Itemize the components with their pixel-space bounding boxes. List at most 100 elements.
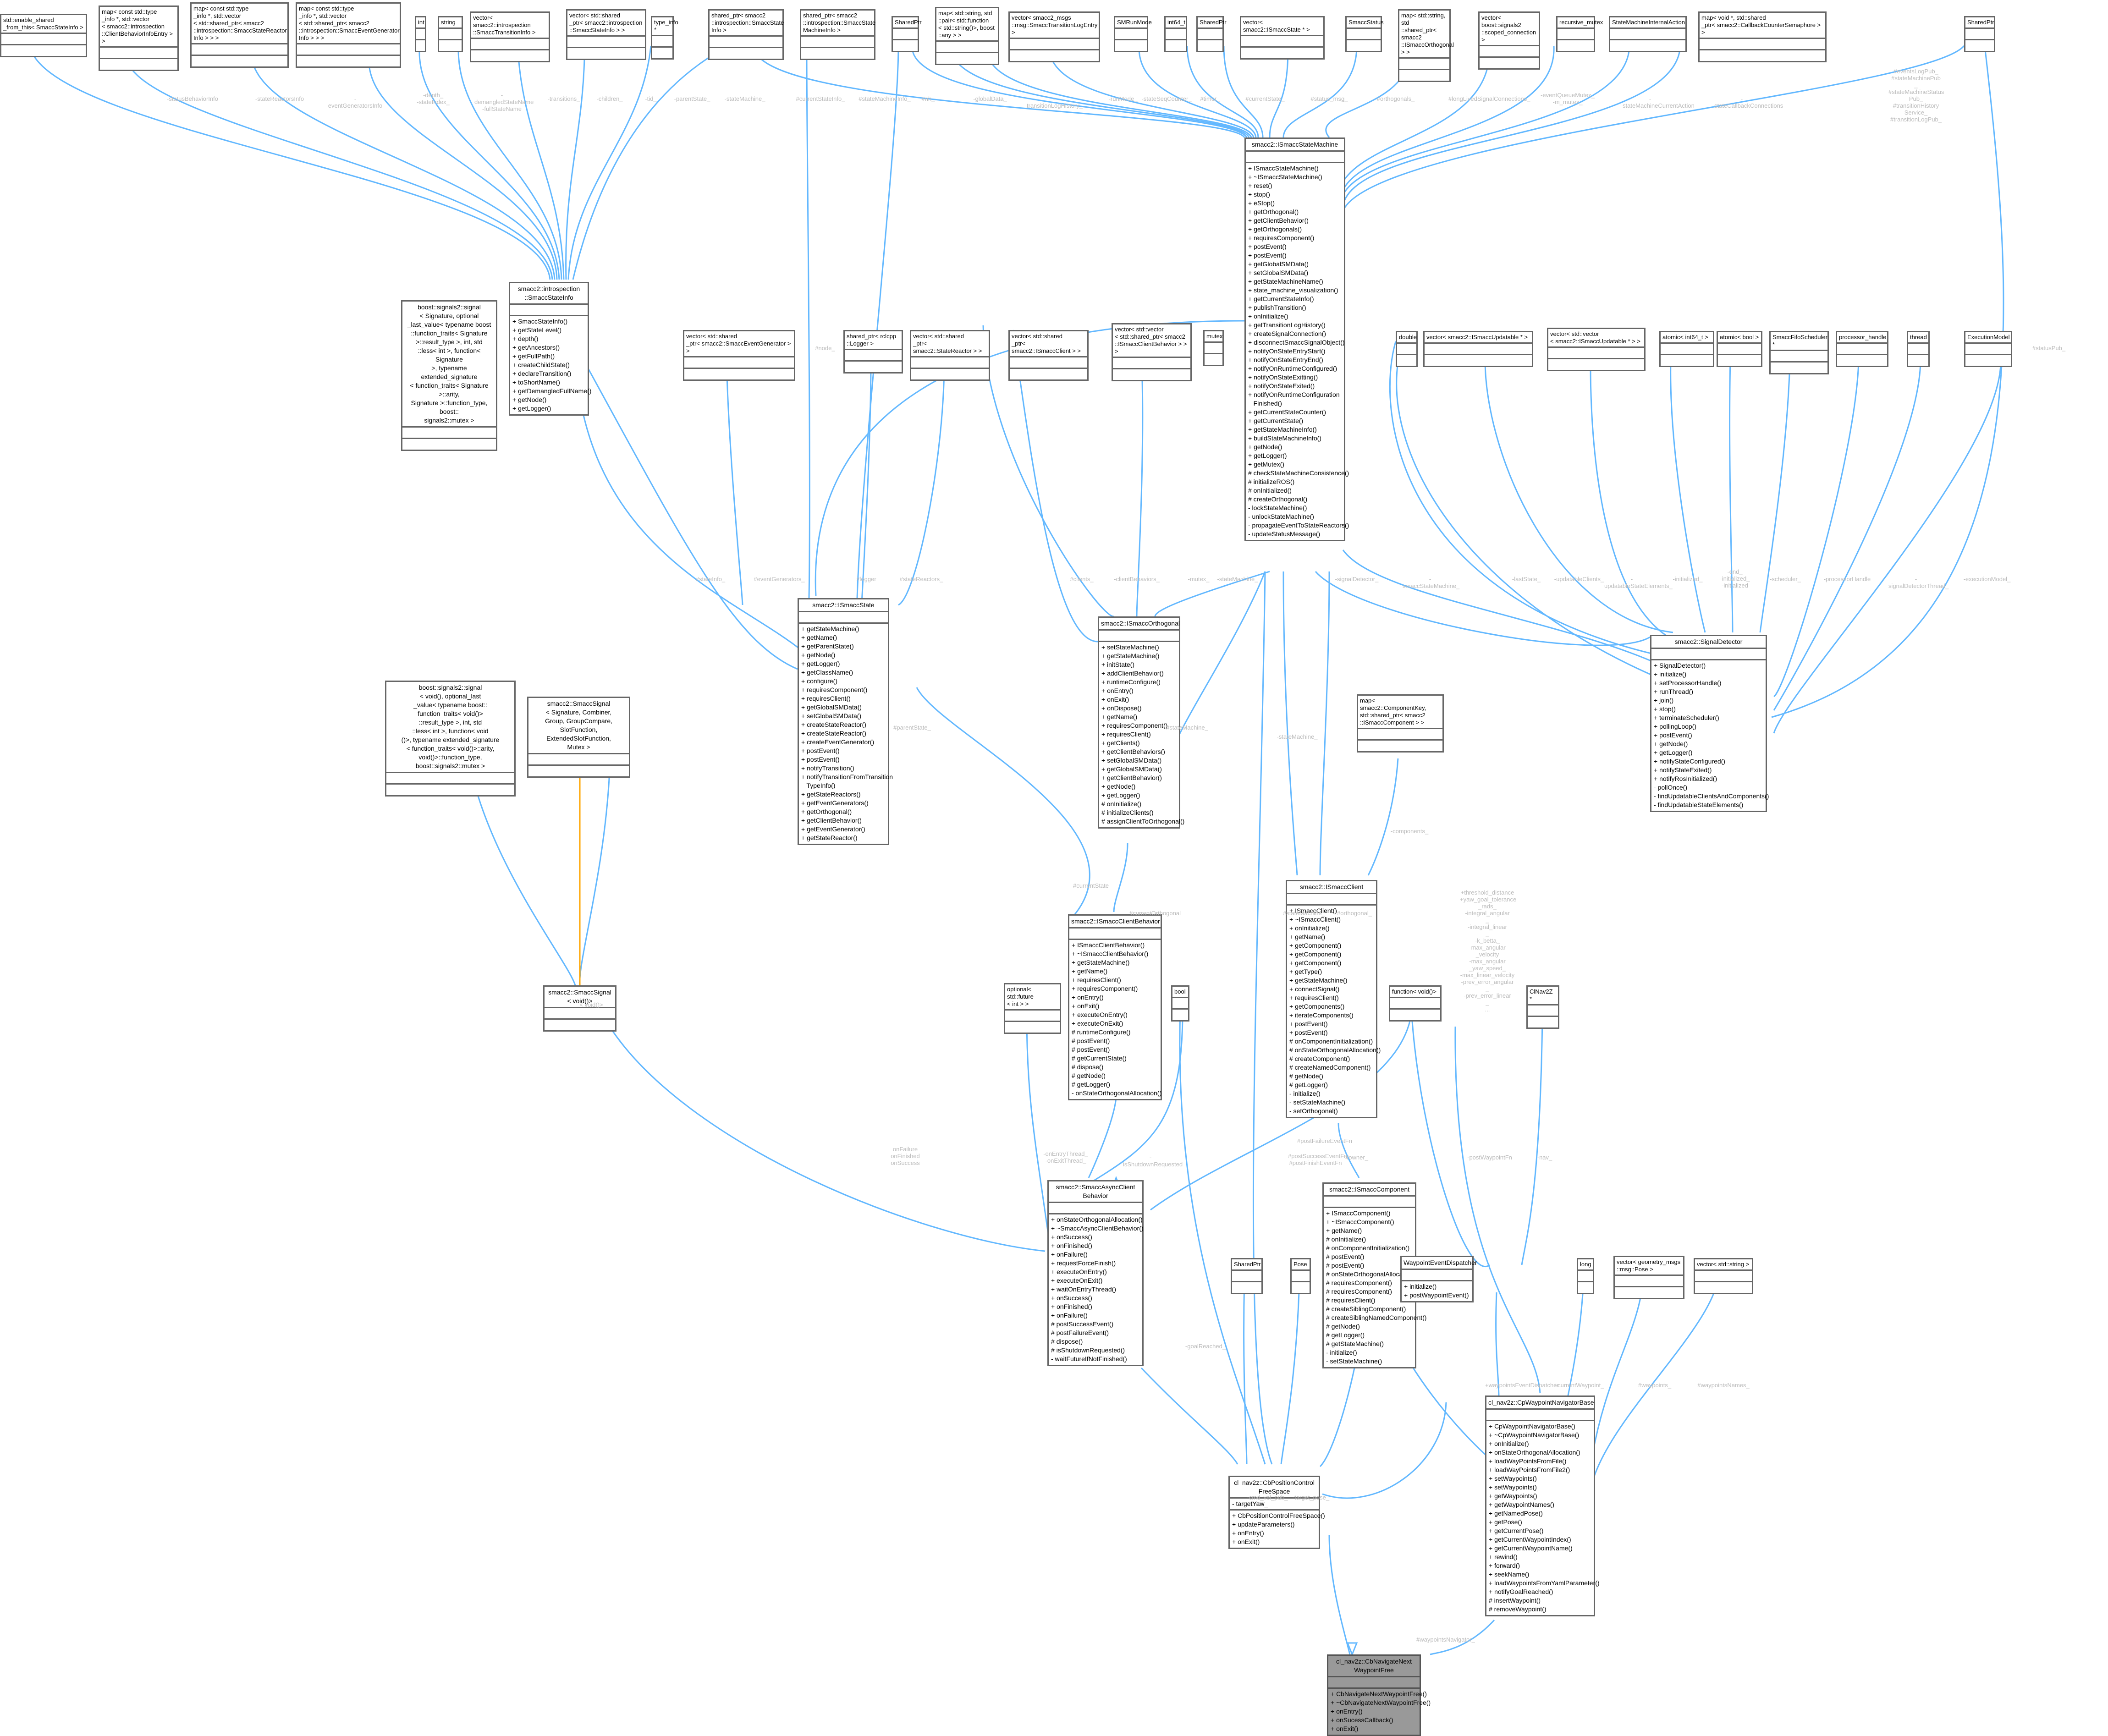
class-operations: + CbPositionControlFreeSpace()+ updatePa… xyxy=(1230,1511,1325,1548)
operation-row: # initializeClients() xyxy=(1101,809,1154,816)
operation-row: + executeOnEntry() xyxy=(1072,1011,1128,1018)
type-node[interactable]: ClNav2Z * xyxy=(1526,985,1559,1029)
type-node[interactable]: map< smacc2::ComponentKey, std::shared_p… xyxy=(1357,694,1444,753)
type-node[interactable]: shared_ptr< smacc2 ::introspection::Smac… xyxy=(708,9,784,60)
operation-row: + getName() xyxy=(1289,933,1326,940)
type-node[interactable]: shared_ptr< rclcpp ::Logger > xyxy=(843,330,903,374)
class-node[interactable]: smacc2::SmaccAsyncClient Behavior+ onSta… xyxy=(1047,1180,1144,1366)
class-title: std::enable_shared _from_this< SmaccStat… xyxy=(1,15,86,34)
type-node[interactable]: std::enable_shared _from_this< SmaccStat… xyxy=(0,14,87,57)
type-node[interactable]: vector< std::shared _ptr< smacc2::ISmacc… xyxy=(1008,330,1089,381)
type-node[interactable]: atomic< bool > xyxy=(1717,331,1762,367)
class-node[interactable]: smacc2::ISmaccState+ getStateMachine()+ … xyxy=(798,598,893,845)
type-node[interactable]: optional< std::future < int > > xyxy=(1004,983,1061,1034)
operation-row: + publishTransition() xyxy=(1248,304,1306,311)
type-node[interactable]: processor_handle xyxy=(1836,331,1888,367)
class-node[interactable]: WaypointEventDispatcher+ initialize()+ p… xyxy=(1400,1256,1477,1302)
class-attributes xyxy=(684,357,794,369)
class-operations: + CpWaypointNavigatorBase()+ ~CpWaypoint… xyxy=(1486,1421,1600,1615)
type-node[interactable]: vector< smacc2_msgs ::msg::SmaccTransiti… xyxy=(1008,11,1100,62)
type-node[interactable]: vector< std::shared _ptr< smacc2::SmaccE… xyxy=(683,330,795,381)
type-node[interactable]: vector< boost::signals2 ::scoped_connect… xyxy=(1478,11,1540,70)
class-node[interactable]: smacc2::introspection ::SmaccStateInfo+ … xyxy=(509,282,591,416)
type-node[interactable]: map< void *, std::shared _ptr< smacc2::C… xyxy=(1698,11,1827,62)
class-operations xyxy=(845,362,902,372)
type-node[interactable]: vector< std::vector < smacc2::ISmaccUpda… xyxy=(1547,328,1646,371)
type-node[interactable]: int64_t xyxy=(1164,16,1187,52)
operation-row: + notifyStateConfigured() xyxy=(1654,758,1726,765)
type-node[interactable]: thread xyxy=(1907,331,1930,367)
class-operations xyxy=(1480,58,1539,68)
type-node[interactable]: SMRunMode xyxy=(1114,16,1152,52)
edge-label: -children_ xyxy=(596,95,623,102)
type-node[interactable]: SmaccFifoScheduler * xyxy=(1769,331,1829,374)
type-node[interactable]: vector< std::shared _ptr< smacc2::StateR… xyxy=(910,330,990,381)
operation-row: + getLogger() xyxy=(512,405,551,412)
type-node[interactable]: vector< geometry_msgs ::msg::Pose > xyxy=(1613,1256,1684,1299)
type-node[interactable]: shared_ptr< smacc2 ::introspection::Smac… xyxy=(800,9,875,60)
type-node[interactable]: SharedPtr xyxy=(1964,16,1995,52)
edge-label: -stateMachineCurrentAction xyxy=(1623,95,1695,109)
type-node[interactable]: string xyxy=(438,16,463,52)
type-node[interactable]: ExecutionModel xyxy=(1964,331,2012,367)
class-operations xyxy=(710,48,782,59)
type-node[interactable]: vector< smacc2::ISmaccState * > xyxy=(1240,16,1325,60)
class-node[interactable]: smacc2::SignalDetector+ SignalDetector()… xyxy=(1650,635,1769,812)
class-title: SMRunMode xyxy=(1115,17,1152,29)
type-node[interactable]: vector< std::vector < std::shared_ptr< s… xyxy=(1112,323,1192,381)
type-node[interactable]: vector< smacc2::ISmaccUpdatable * > xyxy=(1423,331,1533,367)
edge-label: -tid_ xyxy=(645,95,657,102)
type-node[interactable]: map< const std::type _info *, std::vecto… xyxy=(190,2,289,68)
type-node[interactable]: recursive_mutex xyxy=(1556,16,1603,52)
class-title: double xyxy=(1397,332,1417,344)
class-node[interactable]: smacc2::SmaccSignal < void()> xyxy=(543,985,616,1032)
class-operations xyxy=(1695,1282,1752,1293)
type-node[interactable]: type_info * xyxy=(651,16,678,60)
operation-row: + iterateComponents() xyxy=(1289,1011,1354,1019)
type-node[interactable]: SmaccStatus xyxy=(1345,16,1384,52)
type-node[interactable]: bool xyxy=(1171,985,1189,1022)
type-node[interactable]: SharedPtr xyxy=(1231,1258,1263,1294)
class-attributes xyxy=(845,350,902,362)
operation-row: # postEvent() xyxy=(1072,1046,1110,1053)
type-node[interactable]: function< void()> xyxy=(1389,985,1442,1022)
class-node[interactable]: smacc2::ISmaccClient+ ISmaccClient()+ ~I… xyxy=(1286,880,1381,1118)
type-node[interactable]: map< std::string, std ::pair< std::funct… xyxy=(935,7,999,65)
type-node[interactable]: StateMachineInternalAction xyxy=(1609,16,1687,52)
class-node[interactable]: smacc2::SmaccSignal < Signature, Combine… xyxy=(527,697,630,778)
type-node[interactable]: double xyxy=(1396,331,1418,367)
type-node[interactable]: vector< std::string > xyxy=(1694,1258,1753,1294)
type-node[interactable]: int xyxy=(415,16,426,52)
operation-row: + getStateReactors() xyxy=(801,791,861,798)
class-operations: + SmaccStateInfo()+ getStateLevel()+ dep… xyxy=(510,316,591,414)
edge-label: -stateMachine_ xyxy=(1217,576,1258,582)
class-node[interactable]: smacc2::ISmaccClientBehavior+ ISmaccClie… xyxy=(1068,914,1162,1100)
class-node[interactable]: boost::signals2::signal < Signature, opt… xyxy=(401,300,497,451)
type-node[interactable]: map< std::string, std ::shared_ptr< smac… xyxy=(1398,9,1454,82)
edge-label: #stateInfo_ xyxy=(695,576,726,582)
type-node[interactable]: SharedPtr xyxy=(1196,16,1227,52)
edge-label: -eventQueueMutex_ -m_mutex_ xyxy=(1541,92,1595,105)
class-node[interactable]: cl_nav2z::CpWaypointNavigatorBase+ CpWay… xyxy=(1485,1395,1600,1616)
class-node[interactable]: smacc2::ISmaccOrthogonal+ setStateMachin… xyxy=(1098,616,1184,829)
class-attributes xyxy=(1246,152,1344,163)
class-node[interactable]: cl_nav2z::CbPositionControl FreeSpace- t… xyxy=(1228,1476,1325,1549)
type-node[interactable]: Pose xyxy=(1290,1258,1311,1294)
type-node[interactable]: map< const std::type _info *, std::vecto… xyxy=(296,2,401,68)
type-node[interactable]: SharedPtr xyxy=(892,16,922,52)
class-attributes xyxy=(1610,29,1685,40)
class-attributes xyxy=(100,48,177,59)
type-node[interactable]: map< const std::type _info *, std::vecto… xyxy=(99,5,179,71)
class-node[interactable]: smacc2::ISmaccStateMachine+ ISmaccStateM… xyxy=(1244,137,1349,541)
type-node[interactable]: long xyxy=(1577,1258,1594,1294)
class-node[interactable]: boost::signals2::signal < void(), option… xyxy=(385,681,516,797)
edge-label: -eventGeneratorsInfo xyxy=(328,95,383,109)
type-node[interactable]: vector< std::shared _ptr< smacc2::intros… xyxy=(566,9,646,60)
edge-label: -updatableClients_ xyxy=(1554,576,1604,582)
type-node[interactable]: atomic< int64_t > xyxy=(1659,331,1714,367)
focus-class-node[interactable]: cl_nav2z::CbNavigateNext WaypointFree+ C… xyxy=(1327,1654,1431,1736)
type-node[interactable]: vector< smacc2::introspection ::SmaccTra… xyxy=(470,11,550,62)
operation-row: + requestForceFinish() xyxy=(1051,1259,1116,1267)
operation-row: + setStateMachine() xyxy=(1101,643,1159,651)
type-node[interactable]: mutex xyxy=(1203,330,1224,366)
